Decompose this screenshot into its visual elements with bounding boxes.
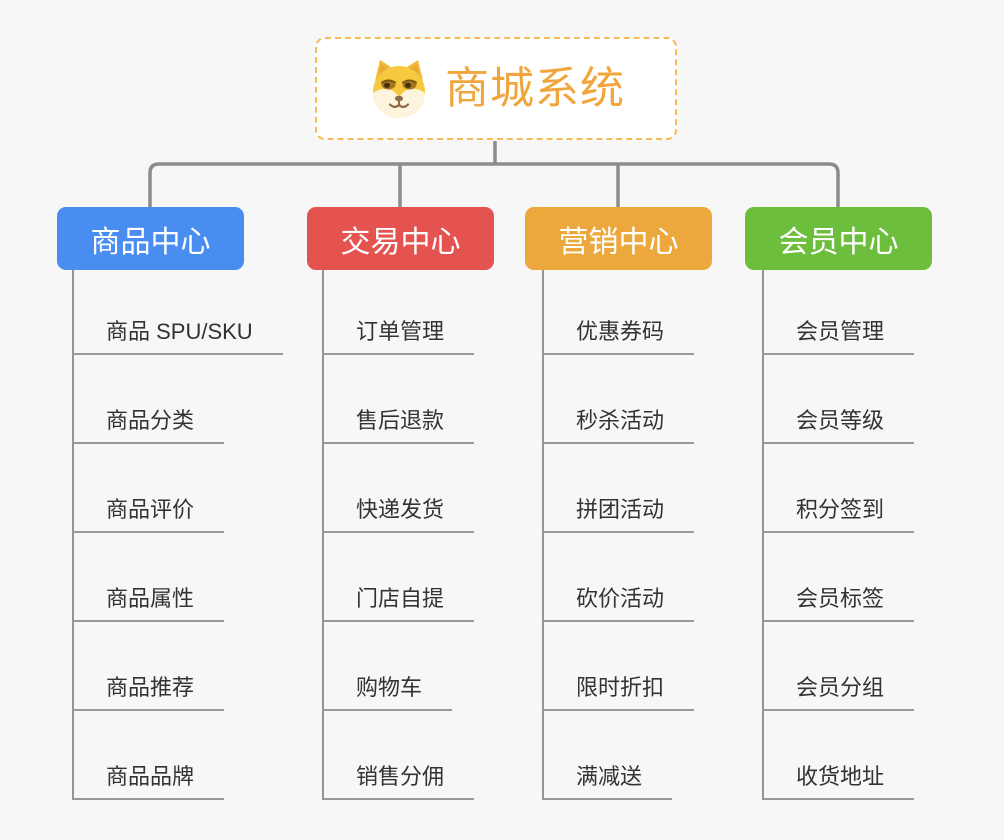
leaf-node[interactable]: 商品属性 — [72, 584, 225, 622]
leaf-node[interactable]: 优惠券码 — [542, 317, 695, 355]
leaf-node[interactable]: 订单管理 — [322, 317, 475, 355]
leaf-node[interactable]: 商品 SPU/SKU — [72, 317, 283, 355]
leaf-node[interactable]: 会员管理 — [762, 317, 915, 355]
leaf-node[interactable]: 商品推荐 — [72, 673, 225, 711]
leaf-node[interactable]: 收货地址 — [762, 762, 915, 800]
trunk-line-member — [762, 270, 764, 800]
branch-label: 商品中心 — [90, 225, 211, 259]
leaf-node[interactable]: 售后退款 — [322, 406, 475, 444]
doge-icon — [373, 59, 425, 118]
branch-node-product[interactable]: 商品中心 — [57, 207, 244, 270]
root-node[interactable]: 商城系统 — [315, 37, 677, 140]
leaf-node[interactable]: 拼团活动 — [542, 495, 695, 533]
leaf-node[interactable]: 会员标签 — [762, 584, 915, 622]
leaf-node[interactable]: 积分签到 — [762, 495, 915, 533]
leaf-node[interactable]: 商品评价 — [72, 495, 225, 533]
leaf-node[interactable]: 限时折扣 — [542, 673, 695, 711]
leaf-node[interactable]: 商品品牌 — [72, 762, 225, 800]
leaf-node[interactable]: 秒杀活动 — [542, 406, 695, 444]
branch-node-trade[interactable]: 交易中心 — [307, 207, 494, 270]
leaf-node[interactable]: 商品分类 — [72, 406, 225, 444]
trunk-line-marketing — [542, 270, 544, 800]
leaf-node[interactable]: 快递发货 — [322, 495, 475, 533]
leaf-node[interactable]: 会员分组 — [762, 673, 915, 711]
branch-label: 会员中心 — [778, 225, 899, 259]
leaf-node[interactable]: 购物车 — [322, 673, 453, 711]
root-title: 商城系统 — [445, 63, 625, 113]
branch-label: 交易中心 — [340, 225, 461, 259]
leaf-node[interactable]: 会员等级 — [762, 406, 915, 444]
leaf-node[interactable]: 销售分佣 — [322, 762, 475, 800]
leaf-node[interactable]: 门店自提 — [322, 584, 475, 622]
branch-node-marketing[interactable]: 营销中心 — [525, 207, 712, 270]
leaf-node[interactable]: 满减送 — [542, 762, 673, 800]
branch-node-member[interactable]: 会员中心 — [745, 207, 932, 270]
trunk-line-product — [72, 270, 74, 800]
leaf-node[interactable]: 砍价活动 — [542, 584, 695, 622]
trunk-line-trade — [322, 270, 324, 800]
branch-label: 营销中心 — [558, 225, 679, 259]
